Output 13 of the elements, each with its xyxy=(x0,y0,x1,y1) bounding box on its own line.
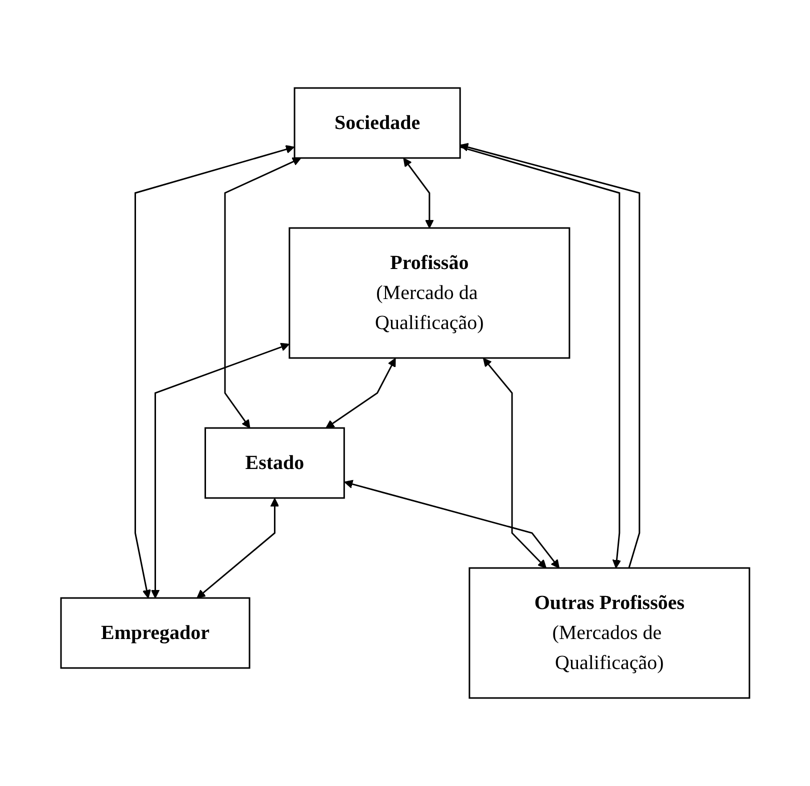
arrow xyxy=(344,480,560,568)
node-box: Sociedade xyxy=(294,87,461,159)
arrow xyxy=(482,358,546,568)
node-box: Estado xyxy=(204,427,345,499)
arrow xyxy=(134,145,294,598)
arrow xyxy=(224,157,301,428)
node-box: Empregador xyxy=(60,597,250,669)
arrow xyxy=(325,358,396,428)
arrow xyxy=(150,342,290,598)
arrow xyxy=(196,498,279,598)
node-box: Profissão (Mercado da Qualificação) xyxy=(288,227,570,359)
node-box: Outras Profissões (Mercados de Qualificação) xyxy=(468,567,750,699)
arrow xyxy=(403,158,434,228)
